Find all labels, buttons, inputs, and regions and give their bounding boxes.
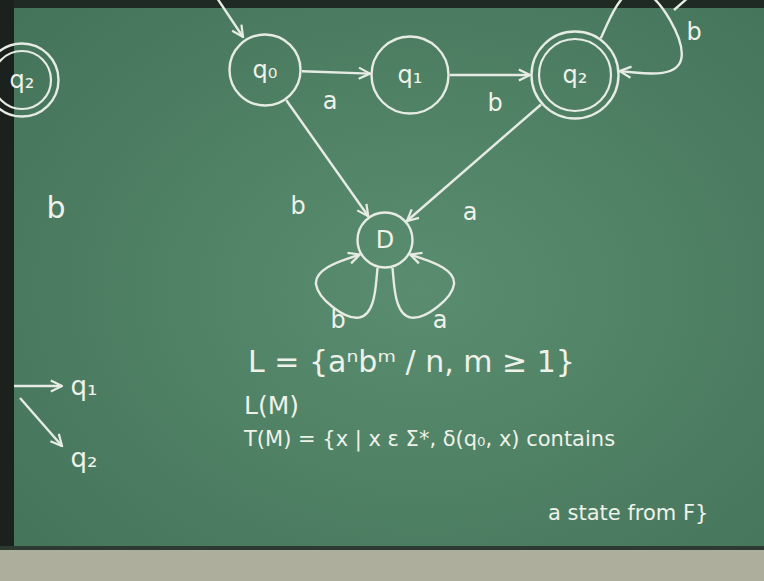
- state-circle: D: [356, 211, 414, 269]
- board-frame-top: [0, 0, 764, 8]
- state-circle: q₁: [370, 35, 450, 115]
- chalk-stroke: [674, 0, 690, 10]
- ledge-edge: [0, 546, 764, 550]
- state-circle-line: [358, 213, 413, 268]
- state-circle-line: [372, 37, 449, 114]
- state-circle: q₀: [228, 33, 302, 107]
- state-name: D: [376, 227, 394, 253]
- transition-symbol: b: [290, 193, 305, 219]
- definition-text: T(M) = {x | x ε Σ*, δ(q₀, x) contains: [244, 428, 615, 451]
- transition-arrow: [302, 71, 370, 73]
- transition-arrow: [20, 398, 62, 446]
- chalk-ledge: [0, 548, 764, 581]
- transition-symbol: a: [433, 307, 448, 333]
- board-note: q₁: [71, 372, 98, 401]
- definition-text: a state from F}: [548, 502, 708, 525]
- board-note: q₂: [71, 444, 98, 473]
- definition-text: L(M): [244, 392, 299, 420]
- accepting-ring: [539, 39, 611, 111]
- transition-symbol: b: [686, 19, 701, 45]
- state-name: q₂: [10, 67, 35, 93]
- transition-symbol: b: [487, 90, 502, 116]
- transition-arrow: [14, 385, 62, 387]
- board-note: b: [46, 191, 65, 224]
- self-loop: [316, 255, 378, 318]
- accepting-state: q₂: [530, 30, 620, 120]
- start-arrow: [215, 0, 243, 37]
- transition-arrow: [450, 74, 530, 76]
- state-circle-line: [532, 32, 619, 119]
- state-circle-line: [0, 44, 59, 117]
- accepting-ring: [0, 51, 51, 109]
- definition-text: L = {aⁿbᵐ / n, m ≥ 1}: [248, 345, 575, 378]
- transition-symbol: a: [323, 88, 338, 114]
- transition-symbol: b: [330, 307, 345, 333]
- transition-symbol: a: [463, 199, 478, 225]
- accepting-state: q₂: [0, 42, 60, 118]
- state-name: q₂: [563, 62, 588, 88]
- self-loop: [601, 0, 682, 74]
- state-name: q₀: [253, 57, 278, 83]
- state-name: q₁: [398, 62, 423, 88]
- state-circle-line: [230, 35, 301, 106]
